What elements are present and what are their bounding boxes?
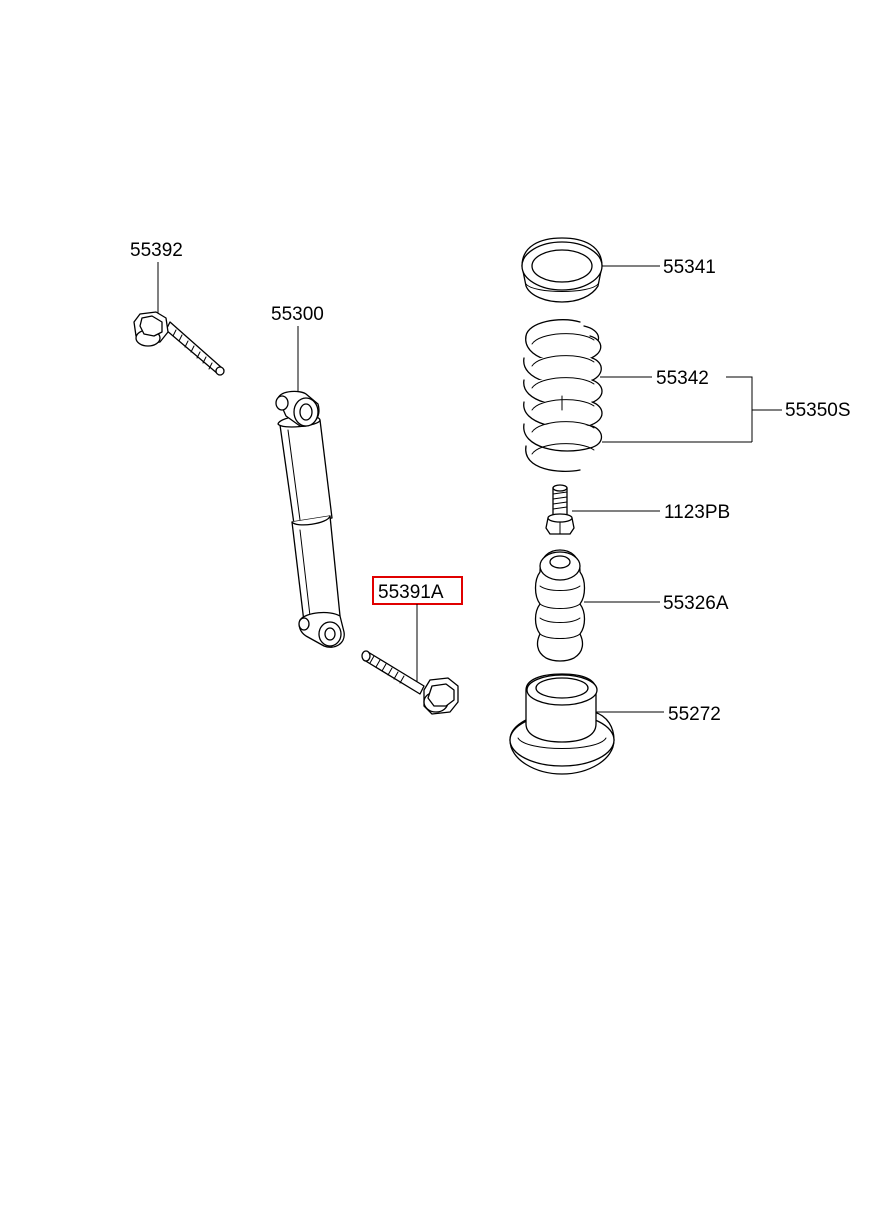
label-55326A: 55326A	[663, 593, 729, 614]
label-55392: 55392	[130, 240, 183, 261]
label-55350S: 55350S	[785, 400, 851, 421]
label-55342: 55342	[656, 368, 709, 389]
spring-seat-55341[interactable]: 55341	[521, 237, 716, 303]
label-55272: 55272	[668, 704, 721, 725]
lower-seat-55272[interactable]: 55272	[509, 673, 721, 775]
bolt-55392[interactable]: 55392	[130, 240, 225, 376]
bump-stopper-55326A[interactable]: 55326A	[534, 549, 729, 662]
bolt-55391A[interactable]: 55391A	[361, 576, 463, 715]
bolt-1123PB[interactable]: 1123PB	[545, 484, 730, 535]
shock-absorber-55300[interactable]: 55300	[271, 304, 345, 648]
label-55391A: 55391A	[378, 582, 444, 603]
label-55341: 55341	[663, 257, 716, 278]
coil-spring-55342[interactable]: 55342 55350S	[523, 319, 851, 472]
label-55300: 55300	[271, 304, 324, 325]
label-1123PB: 1123PB	[664, 502, 730, 523]
